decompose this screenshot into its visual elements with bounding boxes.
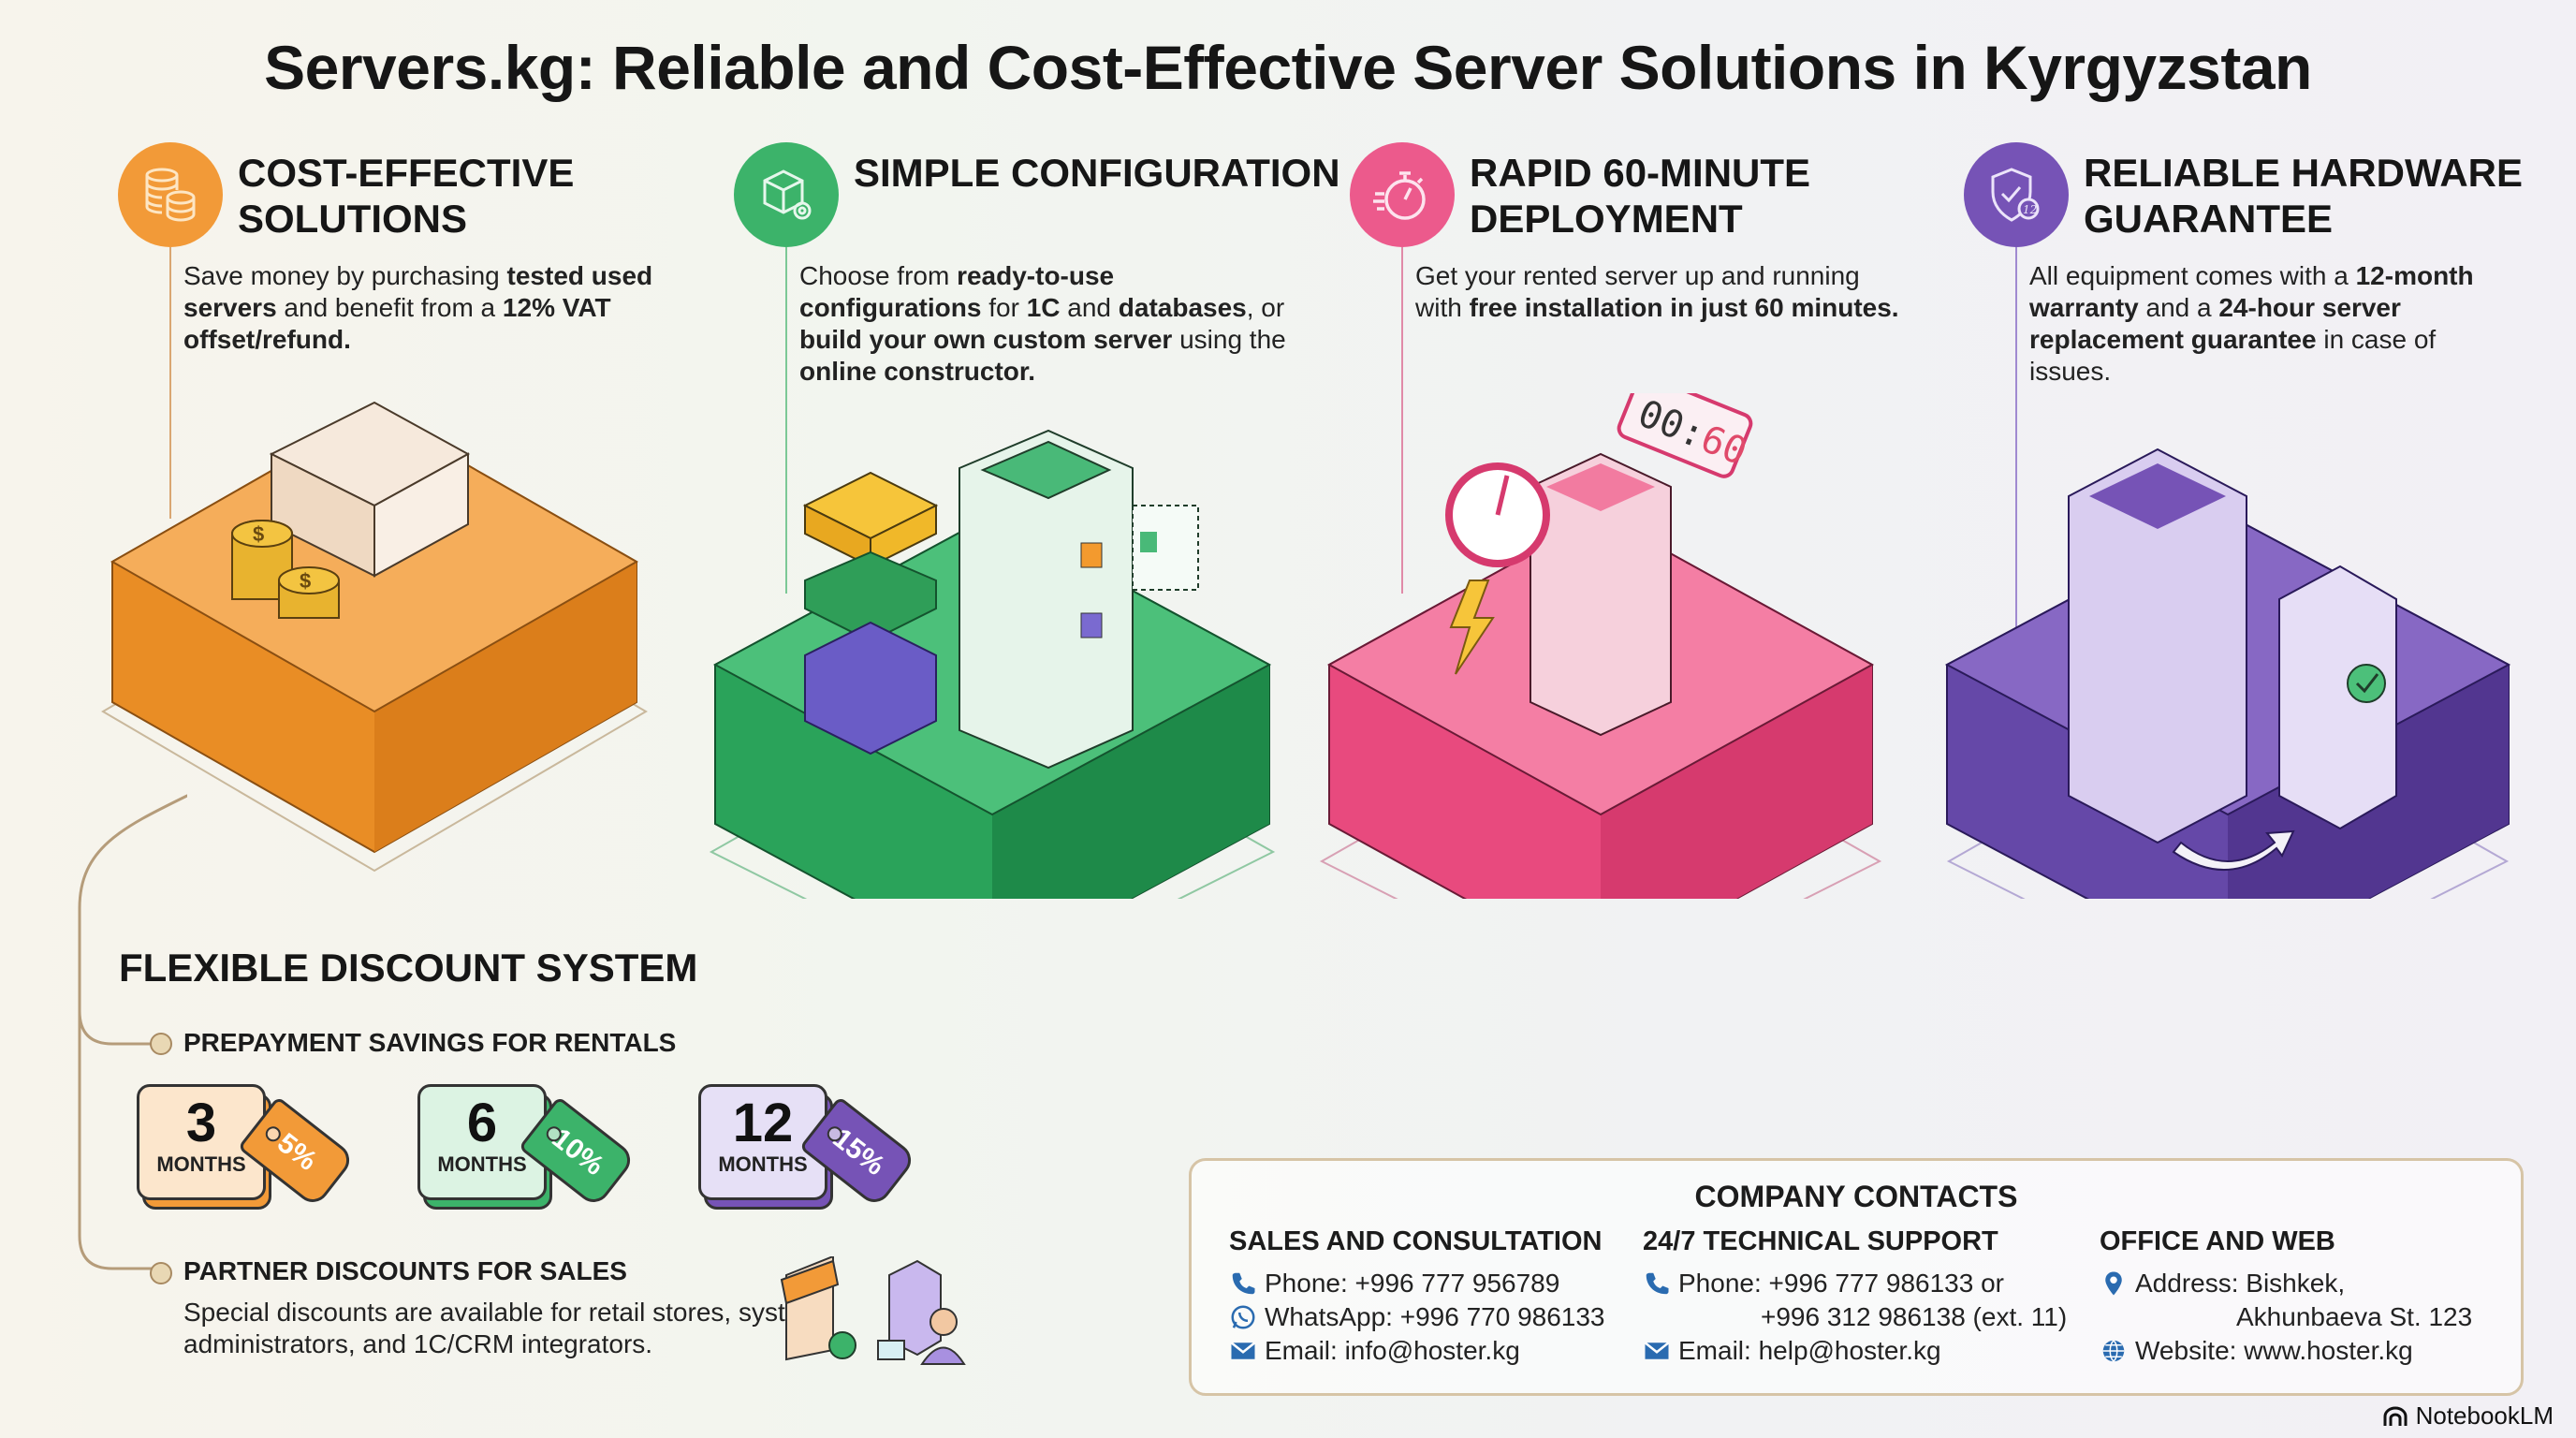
storefront-icon — [780, 1256, 856, 1361]
partner-icons — [780, 1256, 966, 1365]
partner-text: Special discounts are available for reta… — [183, 1298, 822, 1358]
office-admin-icon — [877, 1259, 966, 1365]
feature-heading: SIMPLE CONFIGURATION — [854, 151, 1340, 195]
bullet-dot — [150, 1262, 172, 1284]
sales-email[interactable]: Email: info@hoster.kg — [1229, 1334, 1605, 1368]
config-box-gear-icon — [734, 142, 839, 247]
body-text: and a — [2138, 293, 2219, 322]
svg-text:12: 12 — [2023, 203, 2037, 216]
emphasis-text: 12% VAT offset/refund. — [183, 293, 611, 354]
body-text: and benefit from a — [276, 293, 503, 322]
svg-text:$: $ — [300, 569, 311, 593]
emphasis-text: 12-month warranty — [2029, 261, 2474, 322]
feature-body: Get your rented server up and running wi… — [1415, 260, 1902, 324]
envelope-icon — [1230, 1342, 1256, 1359]
stopwatch-icon — [1350, 142, 1455, 247]
connector-line — [169, 247, 171, 519]
configuration-illustration — [709, 429, 1276, 899]
discount-tier: 12 MONTHS 15% — [698, 1078, 942, 1210]
feature-heading: COST-EFFECTIVE SOLUTIONS — [238, 151, 575, 241]
discount-tier: 6 MONTHS 10% — [417, 1078, 661, 1210]
emphasis-text: ready-to-use configurations — [799, 261, 1115, 322]
globe-icon — [2102, 1340, 2125, 1362]
body-text: Save money by purchasing — [183, 261, 507, 290]
discount-connector — [78, 794, 187, 1270]
body-text: All equipment comes with a — [2029, 261, 2356, 290]
feature-body: All equipment comes with a 12-month warr… — [2029, 260, 2516, 388]
emphasis-text: databases — [1118, 293, 1247, 322]
months-value: 12 — [732, 1093, 794, 1153]
connector-line — [785, 247, 787, 594]
guarantee-illustration — [1944, 448, 2511, 899]
sales-phone[interactable]: Phone: +996 777 956789 — [1229, 1267, 1605, 1300]
bullet-dot — [150, 1033, 172, 1055]
body-text: for — [981, 293, 1027, 322]
contacts-support: 24/7 TECHNICAL SUPPORT Phone: +996 777 9… — [1643, 1226, 2067, 1368]
office-address: Address: Bishkek, — [2100, 1267, 2472, 1300]
feature-body: Choose from ready-to-use configurations … — [799, 260, 1286, 388]
feature-body: Save money by purchasing tested used ser… — [183, 260, 670, 356]
emphasis-text: 1C — [1026, 293, 1061, 322]
sales-whatsapp[interactable]: WhatsApp: +996 770 986133 — [1229, 1300, 1605, 1334]
page-title: Servers.kg: Reliable and Cost-Effective … — [264, 33, 2312, 102]
discount-section-title: FLEXIBLE DISCOUNT SYSTEM — [119, 946, 698, 990]
connector-line — [1401, 247, 1403, 594]
months-label: MONTHS — [156, 1152, 246, 1176]
contacts-office-heading: OFFICE AND WEB — [2100, 1226, 2335, 1256]
body-text: in case of issues. — [2029, 325, 2437, 386]
body-text: and — [1060, 293, 1119, 322]
contacts-office: OFFICE AND WEB Address: Bishkek, Akhunba… — [2100, 1226, 2472, 1368]
body-text: using the — [1172, 325, 1286, 354]
office-address-2: Akhunbaeva St. 123 — [2236, 1302, 2473, 1331]
emphasis-text: build your own custom server — [799, 325, 1173, 354]
support-phone-2[interactable]: +996 312 986138 (ext. 11) — [1761, 1302, 2068, 1331]
months-label: MONTHS — [718, 1152, 808, 1176]
months-value: 6 — [466, 1093, 498, 1153]
support-email[interactable]: Email: help@hoster.kg — [1643, 1334, 2067, 1368]
emphasis-text: 24-hour server replacement guarantee — [2029, 293, 2401, 354]
support-phone[interactable]: Phone: +996 777 986133 or — [1643, 1267, 2067, 1300]
office-website[interactable]: Website: www.hoster.kg — [2100, 1334, 2472, 1368]
contacts-sales: SALES AND CONSULTATION Phone: +996 777 9… — [1229, 1226, 1605, 1368]
cost-effective-illustration: $ $ — [101, 401, 648, 873]
emphasis-text: online constructor. — [799, 357, 1036, 386]
deployment-illustration: 00:60 — [1319, 393, 1882, 899]
body-text: Get your rented server up and running wi… — [1415, 261, 1860, 322]
shield-12-icon: 12 — [1964, 142, 2069, 247]
discount-tier: 3 MONTHS 5% — [137, 1078, 380, 1210]
feature-heading: RAPID 60-MINUTE DEPLOYMENT — [1470, 151, 1811, 241]
body-text: Choose from — [799, 261, 958, 290]
phone-icon — [1646, 1272, 1669, 1295]
notebooklm-logo-icon — [2383, 1406, 2408, 1426]
contacts-title: COMPANY CONTACTS — [1694, 1180, 2018, 1213]
map-pin-icon — [2105, 1271, 2122, 1296]
emphasis-text: tested used servers — [183, 261, 653, 322]
months-card: 3 MONTHS — [137, 1084, 266, 1200]
coins-icon — [118, 142, 223, 247]
whatsapp-icon — [1231, 1305, 1255, 1329]
company-contacts: COMPANY CONTACTS SALES AND CONSULTATION … — [1189, 1158, 2524, 1396]
phone-icon — [1232, 1272, 1255, 1295]
months-label: MONTHS — [437, 1152, 527, 1176]
months-value: 3 — [185, 1093, 217, 1153]
feature-heading: RELIABLE HARDWARE GUARANTEE — [2084, 151, 2523, 241]
envelope-icon — [1644, 1342, 1670, 1359]
notebooklm-watermark: NotebookLM — [2382, 1401, 2554, 1431]
contacts-sales-heading: SALES AND CONSULTATION — [1229, 1226, 1603, 1256]
prepayment-heading: PREPAYMENT SAVINGS FOR RENTALS — [183, 1028, 677, 1057]
emphasis-text: free installation in just 60 minutes. — [1469, 293, 1899, 322]
body-text: , or — [1246, 293, 1285, 322]
partner-heading: PARTNER DISCOUNTS FOR SALES — [183, 1256, 627, 1285]
svg-text:$: $ — [253, 522, 264, 546]
connector-line — [2015, 247, 2017, 650]
contacts-support-heading: 24/7 TECHNICAL SUPPORT — [1643, 1226, 1998, 1256]
